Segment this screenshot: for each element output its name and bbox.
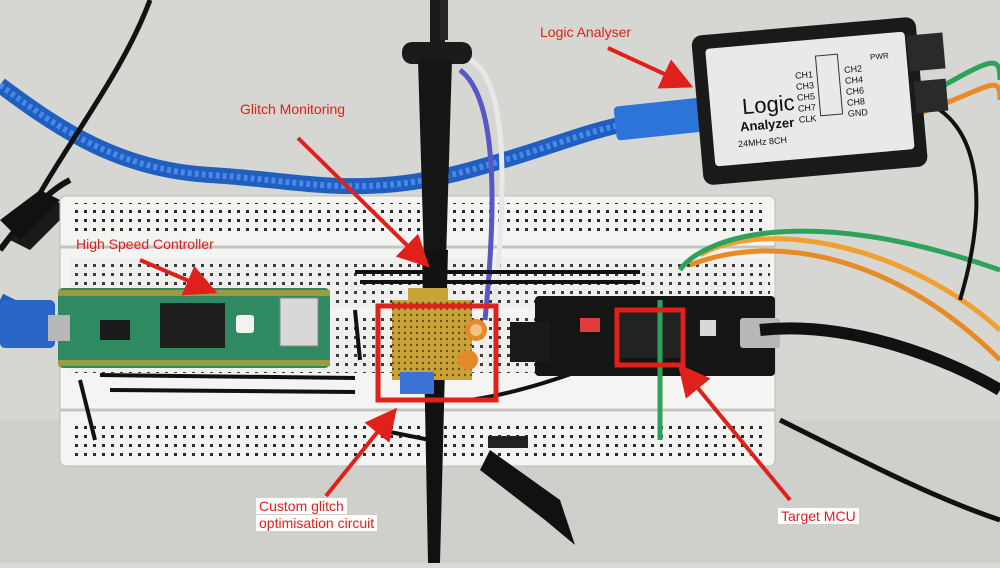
custom-glitch-circuit [392, 288, 487, 394]
target-mcu-highlight-box [614, 307, 686, 368]
arrow-icon [296, 136, 430, 268]
glitch-circuit-highlight-box [375, 303, 499, 403]
label-custom-glitch-line2: optimisation circuit [256, 515, 378, 531]
label-high-speed-controller: High Speed Controller [76, 236, 214, 252]
label-glitch-monitoring: Glitch Monitoring [240, 101, 346, 117]
label-logic-analyser: Logic Analyser [540, 24, 632, 40]
alligator-clips [0, 190, 575, 545]
arrow-icon [324, 407, 398, 498]
label-target-mcu: Target MCU [778, 508, 859, 524]
arrow-icon [139, 258, 218, 296]
arrow-icon [677, 363, 792, 502]
usb-cable [0, 78, 707, 348]
arrow-icon [607, 46, 694, 89]
label-custom-glitch-line1: Custom glitch [256, 498, 347, 514]
probe-wires [657, 60, 1000, 523]
logic-analyser-device [691, 17, 949, 185]
